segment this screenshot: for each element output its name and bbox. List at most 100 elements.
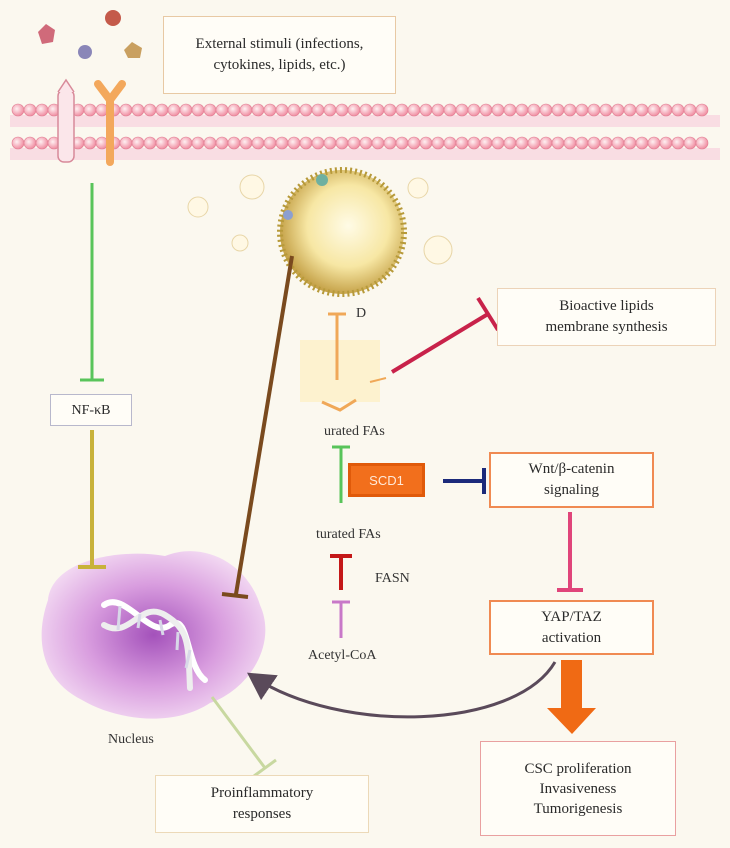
membrane-lipid-bead — [455, 103, 469, 117]
membrane-tail-band — [10, 115, 720, 127]
membrane-lipid-bead — [695, 103, 709, 117]
membrane-lipid-bead — [383, 103, 397, 117]
membrane-lipid-bead — [35, 103, 49, 117]
membrane-lipid-bead — [251, 136, 265, 150]
membrane-lipid-bead — [695, 136, 709, 150]
membrane-lipid-bead — [575, 103, 589, 117]
membrane-lipid-bead — [83, 136, 97, 150]
membrane-lipid-bead — [659, 136, 673, 150]
membrane-lipid-bead — [479, 136, 493, 150]
membrane-lipid-bead — [503, 136, 517, 150]
membrane-lipid-bead — [323, 136, 337, 150]
membrane-lipid-bead — [311, 136, 325, 150]
proinflammatory-box: Proinflammatory responses — [155, 775, 369, 833]
fasn-label: FASN — [375, 571, 410, 586]
acetyl-coa-label: Acetyl-CoA — [308, 648, 377, 663]
membrane-lipid-bead — [275, 103, 289, 117]
membrane-lipid-bead — [311, 103, 325, 117]
lipid-droplet-icon — [277, 167, 407, 297]
membrane-lipid-bead — [455, 136, 469, 150]
membrane-lipid-bead — [167, 136, 181, 150]
membrane-lipid-bead — [599, 136, 613, 150]
membrane-lipid-bead — [515, 136, 529, 150]
membrane-lipid-bead — [647, 103, 661, 117]
membrane-lipid-bead — [587, 136, 601, 150]
small-vesicle-icon — [239, 174, 265, 200]
membrane-lipid-bead — [131, 103, 145, 117]
membrane-lipid-bead — [491, 103, 505, 117]
nucleus-icon — [41, 551, 266, 719]
membrane-lipid-bead — [155, 103, 169, 117]
membrane-lipid-bead — [395, 136, 409, 150]
membrane-lipid-bead — [83, 103, 97, 117]
membrane-lipid-bead — [419, 136, 433, 150]
membrane-lipid-bead — [143, 136, 157, 150]
red-inhibit-line — [390, 312, 490, 374]
membrane-lipid-bead — [527, 136, 541, 150]
membrane-lipid-bead — [443, 136, 457, 150]
membrane-lipid-bead — [623, 136, 637, 150]
membrane-lipid-bead — [515, 103, 529, 117]
receptor-channel-top-icon — [57, 78, 75, 93]
membrane-lipid-bead — [227, 103, 241, 117]
ld-orange-chevron — [321, 398, 357, 412]
unsaturated-fas-label: turated FAs — [316, 527, 381, 542]
membrane-lipid-bead — [611, 103, 625, 117]
membrane-lipid-bead — [299, 103, 313, 117]
membrane-lipid-bead — [191, 103, 205, 117]
membrane-lipid-bead — [215, 103, 229, 117]
membrane-lipid-bead — [179, 103, 193, 117]
membrane-lipid-bead — [551, 136, 565, 150]
yap-taz-box: YAP/TAZ activation — [489, 600, 654, 655]
membrane-lipid-bead — [683, 103, 697, 117]
membrane-lipid-bead — [431, 103, 445, 117]
droplet-to-nucleus-line — [234, 255, 294, 595]
ld-label: D — [356, 306, 367, 321]
membrane-lipid-bead — [659, 103, 673, 117]
membrane-lipid-bead — [347, 136, 361, 150]
membrane-lipid-bead — [335, 103, 349, 117]
membrane-lipid-bead — [431, 136, 445, 150]
membrane-lipid-bead — [191, 136, 205, 150]
scd1-box: SCD1 — [348, 463, 425, 497]
nucleus-to-proinflammatory-line — [210, 696, 267, 769]
membrane-lipid-bead — [35, 136, 49, 150]
membrane-lipid-bead — [143, 103, 157, 117]
bioactive-lipids-box: Bioactive lipids membrane synthesis — [497, 288, 716, 346]
membrane-lipid-bead — [227, 136, 241, 150]
membrane-lipid-bead — [203, 103, 217, 117]
membrane-lipid-bead — [491, 136, 505, 150]
membrane-lipid-bead — [359, 136, 373, 150]
membrane-lipid-bead — [635, 136, 649, 150]
red-inhibit-bar — [476, 296, 500, 332]
droplet-protein-icon — [316, 174, 328, 186]
membrane-lipid-bead — [347, 103, 361, 117]
membrane-lipid-bead — [263, 136, 277, 150]
membrane-lipid-bead — [299, 136, 313, 150]
membrane-lipid-bead — [563, 136, 577, 150]
membrane-lipid-bead — [407, 103, 421, 117]
saturated-fas-label: urated FAs — [324, 424, 385, 439]
membrane-lipid-bead — [275, 136, 289, 150]
membrane-lipid-bead — [539, 136, 553, 150]
membrane-lipid-bead — [467, 103, 481, 117]
droplet-protein-icon — [283, 210, 293, 220]
lipid-droplet — [187, 167, 453, 297]
membrane-lipid-bead — [263, 103, 277, 117]
membrane-lipid-bead — [443, 103, 457, 117]
membrane-lipid-bead — [611, 136, 625, 150]
stimulus-particle-icon — [105, 10, 121, 26]
ld-orange-tick — [369, 377, 387, 383]
membrane-lipid-bead — [179, 136, 193, 150]
membrane-lipid-bead — [683, 136, 697, 150]
yap-to-csc-arrow-icon — [547, 660, 596, 734]
membrane-lipid-bead — [587, 103, 601, 117]
yap-to-nucleus-arrow — [247, 661, 557, 719]
membrane-lipid-bead — [323, 103, 337, 117]
membrane-lipid-bead — [671, 103, 685, 117]
stimulus-particle-icon — [38, 24, 55, 44]
membrane-lipid-bead — [239, 103, 253, 117]
dna-helix-icon — [101, 599, 208, 691]
membrane-lipid-bead — [635, 103, 649, 117]
